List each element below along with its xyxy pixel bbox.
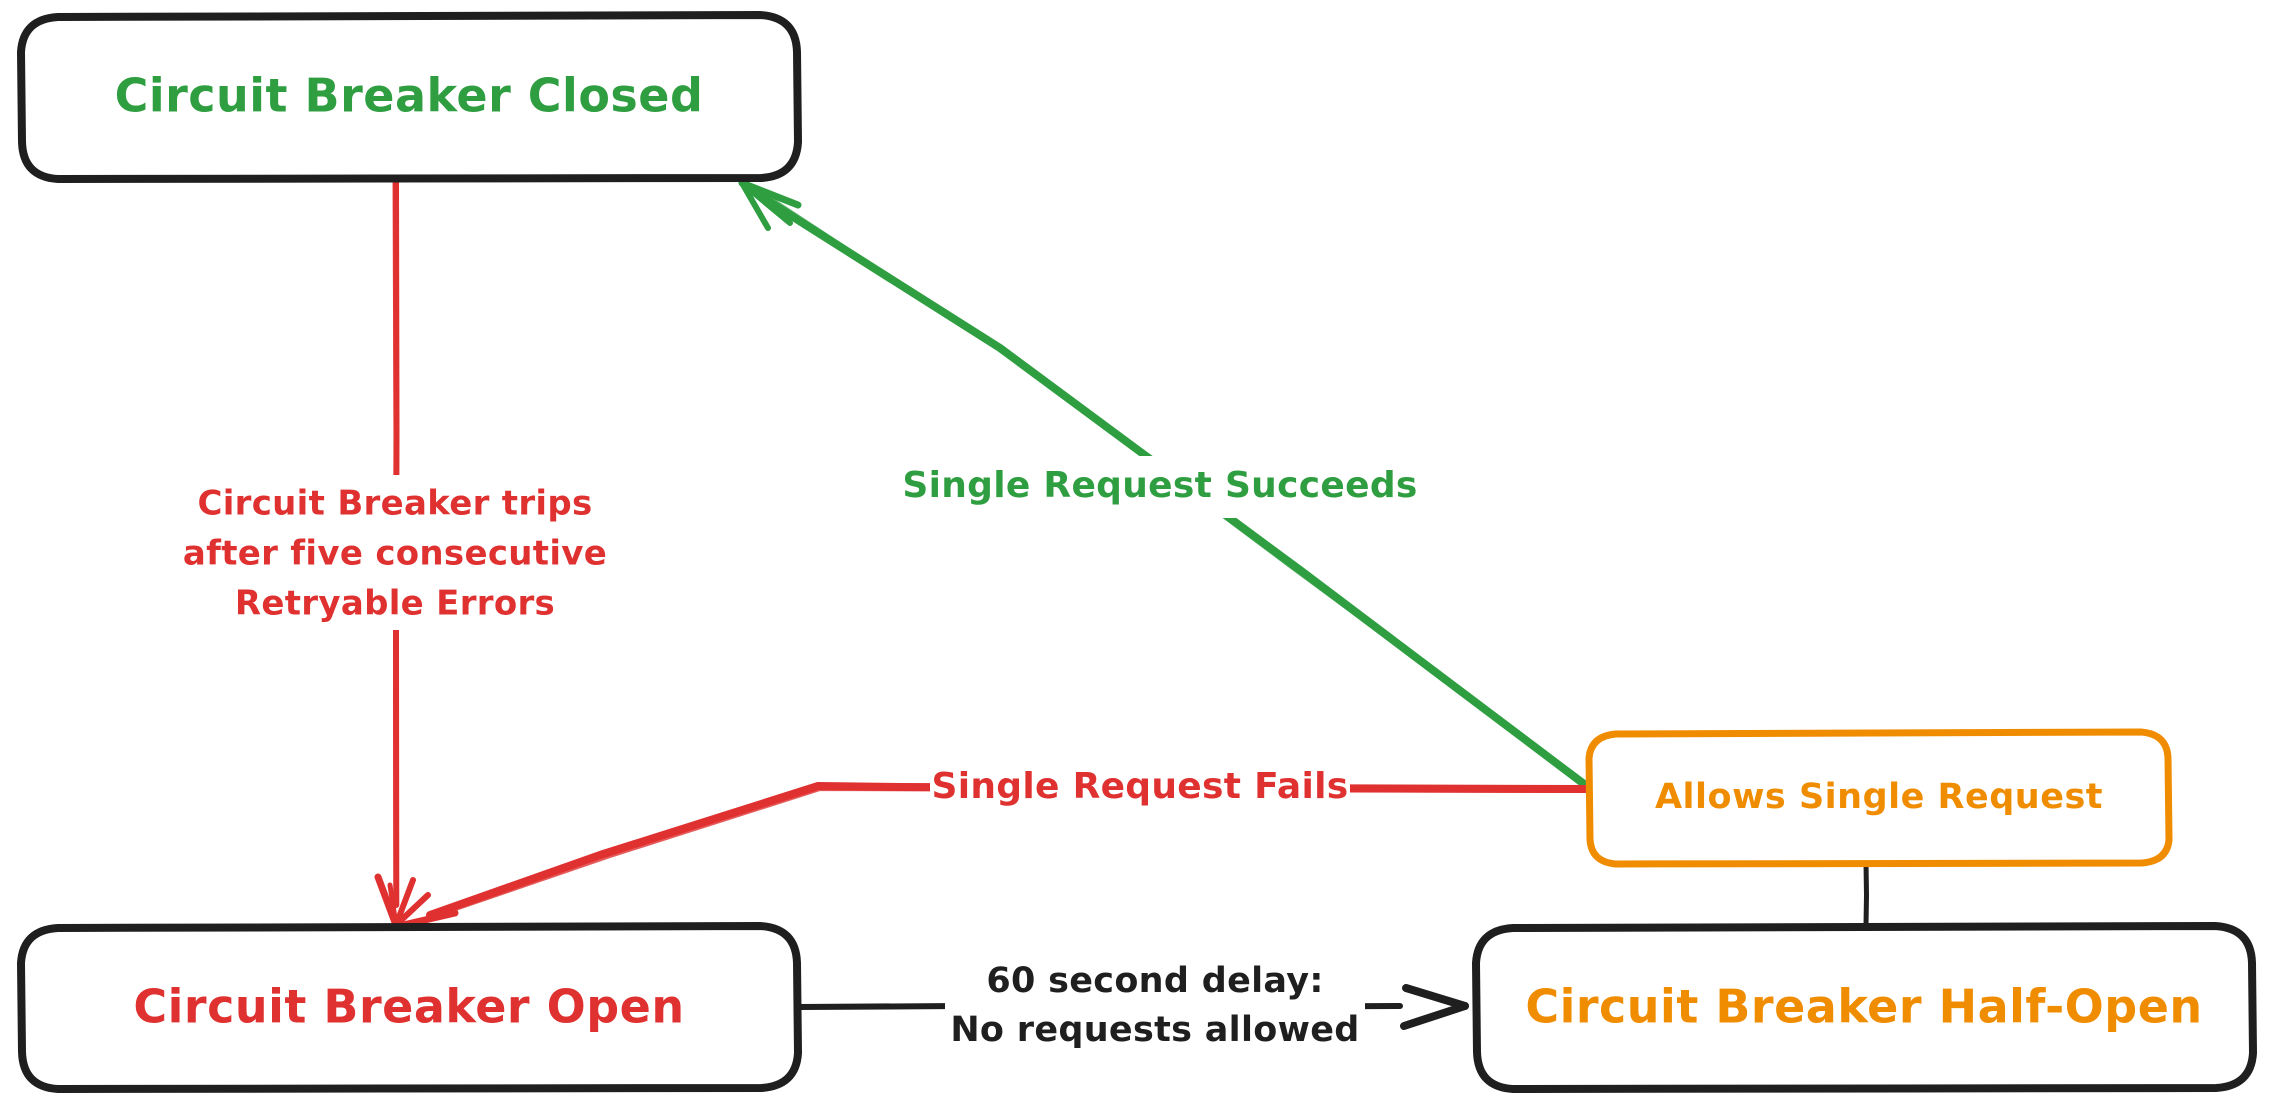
edge-label-allows-to-closed-bg [905,456,1405,518]
node-circuit-breaker-closed-shape [16,10,803,184]
edge-closed-to-open-arrowhead [374,873,431,929]
edge-label-open-to-half-open-bg [945,948,1365,1066]
edge-label-allows-to-closed-text: Single Request Succeeds [902,465,1417,506]
node-circuit-breaker-half-open-shape [1471,921,2258,1094]
node-allows-single-request-label: Allows Single Request [1655,777,2103,817]
edge-label-closed-to-open-line-1: Circuit Breaker trips [197,484,592,524]
edge-label-open-to-half-open-line-1: 60 second delay: [986,961,1323,1001]
node-circuit-breaker-closed[interactable]: Circuit Breaker Closed [16,10,803,184]
edge-label-allows-to-open-bg [930,758,1350,818]
node-circuit-breaker-open-shape [16,921,803,1094]
node-circuit-breaker-half-open-label: Circuit Breaker Half-Open [1525,980,2202,1034]
node-circuit-breaker-open[interactable]: Circuit Breaker Open [16,921,803,1094]
edge-half-open-to-allows [1863,860,1869,928]
edge-allows-to-closed-arrowhead [738,179,802,231]
node-allows-single-request-shape [1585,728,2173,868]
edge-label-allows-to-closed: Single Request Succeeds [902,456,1417,518]
edge-label-allows-to-open: Single Request Fails [930,758,1350,818]
edge-label-open-to-half-open: 60 second delay: No requests allowed [945,948,1365,1066]
edge-label-closed-to-open-bg [185,475,605,630]
node-circuit-breaker-half-open[interactable]: Circuit Breaker Half-Open [1471,921,2258,1094]
edge-label-closed-to-open-line-3: Retryable Errors [235,584,555,624]
node-circuit-breaker-open-label: Circuit Breaker Open [133,980,684,1034]
edge-label-closed-to-open: Circuit Breaker trips after five consecu… [183,475,607,630]
edge-label-closed-to-open-line-2: after five consecutive [183,534,607,574]
node-allows-single-request[interactable]: Allows Single Request [1585,728,2173,868]
edge-label-allows-to-open-text: Single Request Fails [932,766,1349,807]
node-circuit-breaker-closed-label: Circuit Breaker Closed [115,69,704,123]
edge-half-open-to-allows-path [1863,860,1869,928]
edge-open-to-half-open-arrowhead [1400,984,1469,1030]
edge-label-open-to-half-open-line-2: No requests allowed [950,1010,1359,1050]
